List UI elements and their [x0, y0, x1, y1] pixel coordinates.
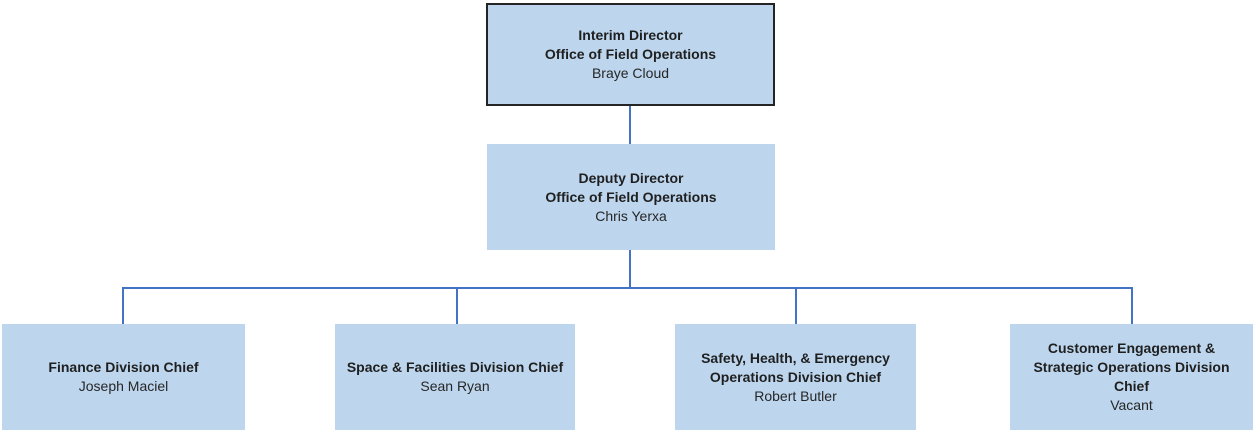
person-name: Chris Yerxa — [595, 207, 667, 224]
connector-horizontal-bus — [122, 287, 1133, 289]
role-title: Finance Division Chief — [48, 359, 199, 375]
person-name: Sean Ryan — [420, 378, 490, 394]
org-box-interim-director: Interim Director Office of Field Operati… — [486, 3, 775, 106]
org-box-customer-engagement-strategic-division: Customer Engagement & Strategic Operatio… — [1010, 324, 1253, 430]
connector-drop-space-facilities — [456, 288, 458, 324]
org-box-finance-division: Finance Division Chief Joseph Maciel — [2, 324, 245, 430]
role-title-line: Deputy Director — [578, 169, 684, 186]
person-name: Braye Cloud — [591, 65, 670, 81]
role-title-line: Office of Field Operations — [544, 46, 717, 62]
connector-drop-customer-engagement — [1131, 288, 1133, 324]
org-box-space-facilities-division: Space & Facilities Division Chief Sean R… — [335, 324, 575, 430]
connector-deputy-to-bus — [629, 250, 631, 288]
person-name: Robert Butler — [754, 387, 837, 404]
person-name: Joseph Maciel — [78, 378, 169, 394]
role-title: Space & Facilities Division Chief — [346, 359, 564, 375]
connector-root-to-deputy — [629, 106, 631, 144]
org-box-safety-health-emergency-division: Safety, Health, & Emergency Operations D… — [675, 324, 916, 430]
role-title: Safety, Health, & Emergency Operations D… — [701, 349, 890, 385]
role-title-line: Interim Director — [578, 27, 683, 43]
role-title: Customer Engagement & Strategic Operatio… — [1033, 340, 1230, 394]
person-name: Vacant — [1110, 397, 1153, 413]
role-title-line: Office of Field Operations — [545, 188, 717, 205]
connector-drop-safety-health — [795, 288, 797, 324]
org-box-deputy-director: Deputy Director Office of Field Operatio… — [487, 144, 775, 250]
connector-drop-finance — [122, 288, 124, 324]
